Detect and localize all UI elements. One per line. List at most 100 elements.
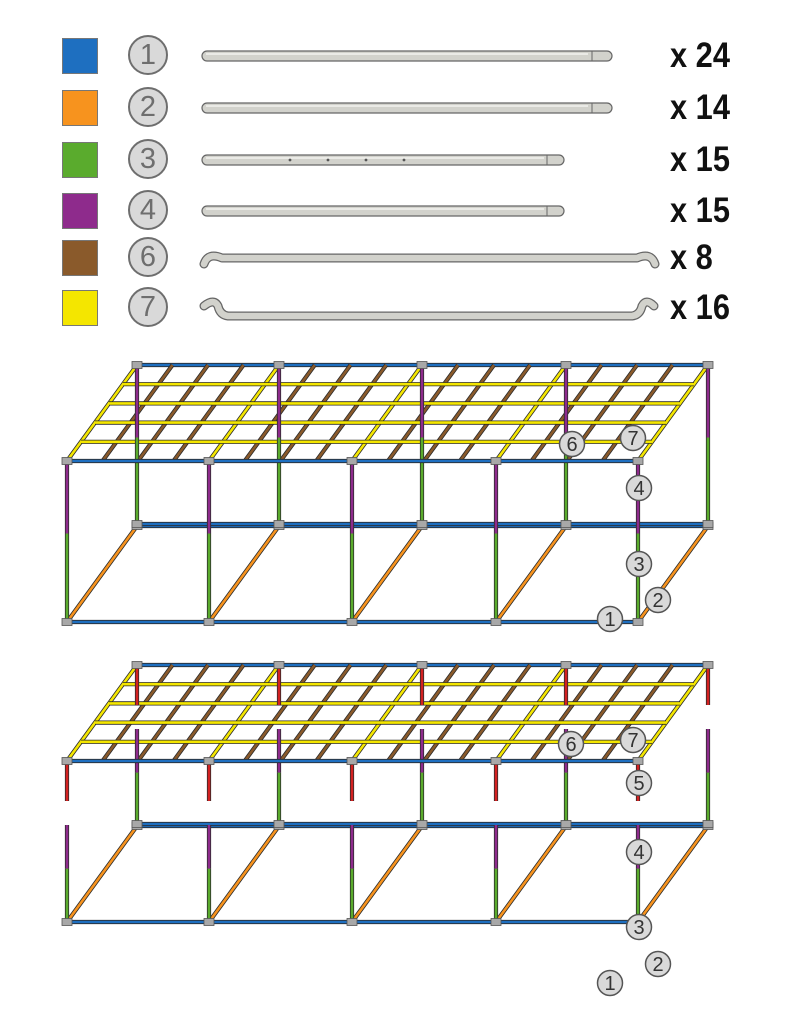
svg-text:6: 6 — [566, 434, 577, 456]
part-number-callout: 2 — [644, 950, 672, 978]
roof-support-bar — [136, 663, 210, 763]
part-number-callout: 1 — [596, 969, 624, 997]
roof-support-bar — [529, 663, 604, 763]
svg-text:1: 1 — [604, 609, 615, 631]
part-number-badge: 1 — [128, 35, 168, 75]
connector-joint — [416, 820, 428, 828]
pole-drawing — [199, 251, 660, 269]
svg-text:7: 7 — [627, 730, 638, 752]
roof-depth-bar — [494, 663, 568, 763]
part-number-callout: 4 — [625, 474, 653, 502]
base-depth-bar — [350, 524, 424, 624]
connector-joint — [490, 457, 502, 465]
pole-drawing — [201, 50, 613, 62]
pole-7-illustration — [199, 297, 659, 321]
connector-joint — [702, 520, 714, 528]
base-depth-bar — [65, 824, 139, 924]
part-number-badge: 6 — [128, 237, 168, 277]
connector-joint — [131, 520, 143, 528]
connector-joint — [203, 618, 215, 626]
connector-joint — [702, 661, 714, 669]
pole-drawing — [201, 205, 565, 217]
connector-joint — [131, 361, 143, 369]
legend-row-pole-1: 1 x 24 — [0, 34, 800, 78]
connector-joint — [416, 661, 428, 669]
connector-joint — [346, 757, 358, 765]
connector-joint — [273, 520, 285, 528]
pole-6-illustration — [199, 251, 660, 269]
legend-row-pole-2: 2 x 14 — [0, 86, 800, 130]
quantity-label: x 16 — [670, 288, 730, 327]
part-number-callout: 3 — [625, 913, 653, 941]
connector-joint — [490, 757, 502, 765]
frame-assembly-diagrams: 6 7 4 3 1 2 6 7 5 4 3 1 2 — [61, 361, 714, 997]
svg-text:3: 3 — [633, 554, 644, 576]
svg-text:1: 1 — [604, 973, 615, 995]
svg-text:3: 3 — [633, 917, 644, 939]
quantity-label: x 8 — [670, 238, 713, 277]
quantity-label: x 15 — [670, 140, 730, 179]
base-depth-bar — [636, 824, 710, 924]
color-swatch-pole-3 — [62, 142, 98, 178]
part-number-callout: 6 — [557, 730, 585, 758]
svg-text:6: 6 — [565, 734, 576, 756]
connector-joint — [131, 820, 143, 828]
roof-depth-bar — [494, 363, 568, 463]
connector-joint — [560, 361, 572, 369]
pole-3-illustration — [201, 154, 565, 166]
connector-joint — [203, 457, 215, 465]
connector-joint — [346, 918, 358, 926]
roof-support-bar — [422, 363, 496, 463]
roof-depth-bar — [350, 663, 424, 763]
color-swatch-pole-4 — [62, 193, 98, 229]
base-depth-bar — [494, 524, 568, 624]
quantity-label: x 14 — [670, 88, 730, 127]
roof-support-bar — [136, 363, 210, 463]
roof-depth-bar — [207, 663, 281, 763]
svg-text:2: 2 — [652, 954, 663, 976]
part-number-callout: 7 — [619, 424, 647, 452]
legend-row-pole-6: 6 x 8 — [0, 236, 800, 280]
part-number-callout: 7 — [619, 726, 647, 754]
connector-joint — [273, 361, 285, 369]
roof-support-bar — [386, 663, 460, 763]
part-number-badge: 7 — [128, 287, 168, 327]
svg-text:4: 4 — [633, 842, 644, 864]
legend-row-pole-7: 7 x 16 — [0, 286, 800, 330]
quantity-label: x 24 — [670, 36, 730, 75]
connector-joint — [632, 757, 644, 765]
connector-joint — [61, 757, 73, 765]
part-number-callout: 5 — [625, 769, 653, 797]
svg-text:4: 4 — [633, 478, 644, 500]
part-number-callout: 1 — [596, 605, 624, 633]
part-number-callout: 2 — [644, 586, 672, 614]
base-depth-bar — [65, 524, 139, 624]
connector-joint — [131, 661, 143, 669]
quantity-label: x 15 — [670, 191, 730, 230]
svg-text:2: 2 — [652, 590, 663, 612]
roof-support-bar — [278, 363, 353, 463]
connector-joint — [560, 520, 572, 528]
connector-joint — [702, 820, 714, 828]
part-number-callout: 3 — [625, 550, 653, 578]
connector-joint — [416, 361, 428, 369]
pole-2-illustration — [201, 102, 613, 114]
connector-joint — [273, 820, 285, 828]
pole-drawing — [201, 102, 613, 114]
roof-support-bar — [314, 663, 388, 763]
connector-joint — [203, 918, 215, 926]
roof-support-bar — [600, 663, 675, 763]
connector-joint — [61, 457, 73, 465]
color-swatch-pole-6 — [62, 240, 98, 276]
part-number-callout: 6 — [558, 430, 586, 458]
roof-support-bar — [458, 663, 532, 763]
roof-support-bar — [458, 363, 532, 463]
base-depth-bar — [207, 824, 281, 924]
part-number-badge: 3 — [128, 139, 168, 179]
connector-joint — [702, 361, 714, 369]
part-number-callout: 4 — [625, 838, 653, 866]
legend-row-pole-3: 3 x 15 — [0, 138, 800, 182]
connector-joint — [560, 661, 572, 669]
roof-depth-bar — [65, 363, 139, 463]
svg-text:5: 5 — [633, 773, 644, 795]
